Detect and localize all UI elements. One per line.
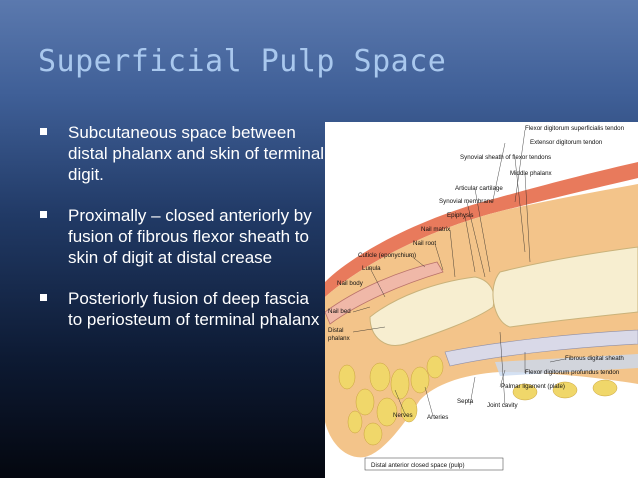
label-epiphysis: Epiphysis [447,212,473,219]
bullet-text: Proximally – closed anteriorly by fusion… [68,206,312,267]
label-nail-root: Nail root [413,240,436,247]
finger-anatomy-figure: Flexor digitorum superficialis tendon Ex… [325,122,638,478]
label-palmar-ligament: Palmar ligament (plate) [501,383,565,390]
label-articular-cartilage: Articular cartilage [455,185,503,192]
bullet-item: Subcutaneous space between distal phalan… [36,122,326,185]
leader-lines [352,129,566,417]
label-arteries: Arteries [427,414,448,421]
dorsal-skin [325,162,638,297]
bullet-text: Subcutaneous space between distal phalan… [68,123,325,184]
fibrous-sheath [495,354,638,376]
label-cuticle: Cuticle (eponychium) [358,252,416,259]
label-closed-space: Distal anterior closed space (pulp) [371,462,465,469]
label-fibrous-sheath: Fibrous digital sheath [565,355,624,362]
label-nerves: Nerves [393,412,413,419]
label-fdp: Flexor digitorum profundus tendon [525,369,620,376]
distal-phalanx [369,276,495,346]
label-extensor-digitorum: Extensor digitorum tendon [530,139,603,146]
label-nail-bed: Nail bed [328,308,351,315]
label-synovial-sheath: Synovial sheath of flexor tendons [460,154,551,161]
middle-phalanx [492,246,638,328]
bullet-marker [40,294,47,301]
label-middle-phalanx: Middle phalanx [510,170,553,177]
label-synovial-membrane: Synovial membrane [439,198,494,205]
bullet-marker [40,211,47,218]
label-fds: Flexor digitorum superficialis tendon [525,125,625,132]
label-nail-matrix: Nail matrix [421,226,451,233]
finger-cross-section-illustration: Flexor digitorum superficialis tendon Ex… [325,125,638,471]
nail-body [325,261,444,325]
bullet-marker [40,128,47,135]
label-lunula: Lunula [362,265,381,272]
flexor-tendon [444,329,638,367]
label-distal-phalanx-1: Distal [328,327,343,334]
label-nail-body: Nail body [337,280,364,287]
label-septa: Septa [457,398,474,405]
bullet-item: Posteriorly fusion of deep fascia to per… [36,288,326,330]
bullet-item: Proximally – closed anteriorly by fusion… [36,205,326,268]
pulp-fat-lobules [338,355,618,446]
pulp-label-box [364,457,504,471]
label-joint-cavity: Joint cavity [487,402,519,409]
bullet-text: Posteriorly fusion of deep fascia to per… [68,289,320,329]
label-distal-phalanx-2: phalanx [328,335,351,342]
bullet-list: Subcutaneous space between distal phalan… [36,122,326,350]
slide-title: Superficial Pulp Space [38,44,447,79]
